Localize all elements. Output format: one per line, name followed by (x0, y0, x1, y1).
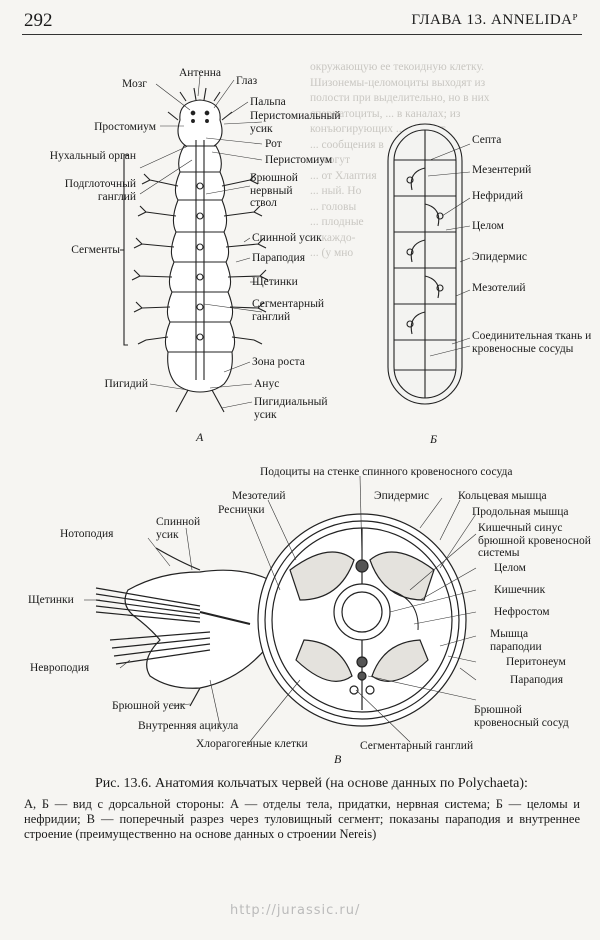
label-nephrostome: Нефростом (494, 606, 550, 618)
label-anus: Анус (254, 378, 280, 390)
page-header: 292 ГЛАВА 13. ANNELIDAᴾ (22, 8, 582, 35)
label-septum: Септа (472, 134, 502, 146)
label-parapodium: Параподия (252, 252, 305, 264)
label-podocytes: Подоциты на стенке спинного кровеносного… (260, 466, 513, 478)
leader-lines-a (139, 75, 263, 409)
label-ventral-blood-vessel: Брюшной кровеносный сосуд (474, 704, 569, 729)
bleed-line: полости при выделительно, но в них (310, 92, 490, 104)
label-internal-acicula: Внутренняя ацикула (138, 720, 239, 732)
label-mesentery: Мезентерий (472, 164, 532, 176)
label-chloragogen-cells: Хлорагогенные клетки (196, 738, 308, 750)
bleed-line: ... ный. Но (310, 185, 362, 197)
bleed-line: ... головы (310, 200, 357, 213)
label-antenna: Антенна (179, 67, 222, 79)
label-connective-tissue: Соединительная ткань и кровеносные сосуд… (472, 330, 592, 355)
figure-caption-body: А, Б — вид с дорсальной стороны: А — отд… (24, 797, 580, 841)
label-chaetae: Щетинки (252, 276, 298, 288)
panel-letter-a: А (196, 430, 204, 444)
bleed-line: ... каждо- (310, 231, 356, 244)
label-peristomium: Перистомиум (265, 154, 333, 166)
label-nuchal-organ: Нухальный орган (49, 150, 136, 162)
bleed-line: ... плодные (310, 216, 364, 228)
label-parapodium-c: Параподия (510, 674, 563, 686)
label-coelom-c: Целом (494, 562, 526, 574)
label-dorsal-cirrus-c: Спинной усик (156, 516, 201, 541)
label-ventral-cirrus: Брюшной усик (112, 700, 186, 712)
label-neuropodium: Невроподия (30, 662, 90, 674)
watermark: http://jurassic.ru/ (230, 903, 361, 918)
label-prostomium: Простомиум (94, 121, 156, 133)
coelom-schematic-b (387, 123, 463, 405)
page-number: 292 (24, 10, 53, 31)
label-eye: Глаз (236, 75, 258, 87)
label-pygidial-cirrus: Пигидиальный усик (254, 396, 328, 421)
label-dorsal-cirrus: Спинной усик (252, 232, 322, 244)
figure-caption-title: Рис. 13.6. Анатомия кольчатых червей (на… (95, 776, 528, 791)
label-segmental-ganglion-c: Сегментарный ганглий (360, 740, 474, 752)
label-intestine: Кишечник (494, 584, 546, 596)
label-growth-zone: Зона роста (252, 356, 305, 368)
running-head: ГЛАВА 13. ANNELIDAᴾ (411, 12, 578, 28)
bleed-line: сперматоциты, ... в каналах; из (310, 107, 461, 120)
label-segments: Сегменты (71, 244, 120, 256)
label-gut-sinus: Кишечный синус брюшной кровеносной систе… (478, 522, 591, 559)
label-palp: Пальпа (250, 96, 286, 108)
label-peritoneum: Перитонеум (506, 656, 566, 668)
label-parapodial-muscle: Мышца параподии (490, 628, 542, 653)
worm-body-a (120, 87, 269, 413)
label-peristomial-cirrus: Перистомиальный усик (250, 110, 341, 135)
label-segmental-ganglion: Сегментарный ганглий (252, 298, 325, 323)
label-circular-muscle: Кольцевая мышца (458, 490, 547, 502)
label-epidermis-c: Эпидермис (374, 490, 429, 502)
bleed-line: Шизонемы-целомоциты выходят из (310, 76, 486, 89)
label-notopodium: Нотоподия (60, 528, 114, 540)
label-epidermis-b: Эпидермис (472, 251, 527, 263)
label-pygidium: Пигидий (104, 378, 149, 390)
leader-lines-b (427, 143, 471, 357)
label-subpharyngeal-ganglion: Подглоточный ганглий (64, 178, 136, 203)
panel-letter-b: Б (430, 432, 438, 446)
label-mesothelium-b: Мезотелий (472, 282, 526, 294)
panel-letter-c: В (334, 752, 342, 766)
label-ventral-nerve-cord: Брюшной нервный ствол (250, 172, 298, 209)
cross-section-c (95, 513, 467, 727)
leader-lines-c (84, 475, 477, 745)
label-longitudinal-muscle: Продольная мышца (472, 506, 569, 518)
bleed-line: окружающую ее текоидную клетку. (310, 61, 484, 73)
bleed-line: ... (у мно (310, 247, 354, 259)
bleed-line: ... от Хлаптия (310, 169, 377, 182)
label-nephridium: Нефридий (472, 190, 524, 202)
bleed-line: ... сообщения в (310, 138, 384, 151)
label-mesothelium-c: Мезотелий (232, 490, 286, 502)
bleed-line: ... могут (310, 154, 351, 166)
label-chaetae-c: Щетинки (28, 594, 74, 606)
label-brain: Мозг (122, 78, 147, 90)
label-mouth: Рот (265, 138, 282, 150)
label-coelom-b: Целом (472, 220, 504, 232)
label-cilia: Реснички (218, 504, 265, 516)
